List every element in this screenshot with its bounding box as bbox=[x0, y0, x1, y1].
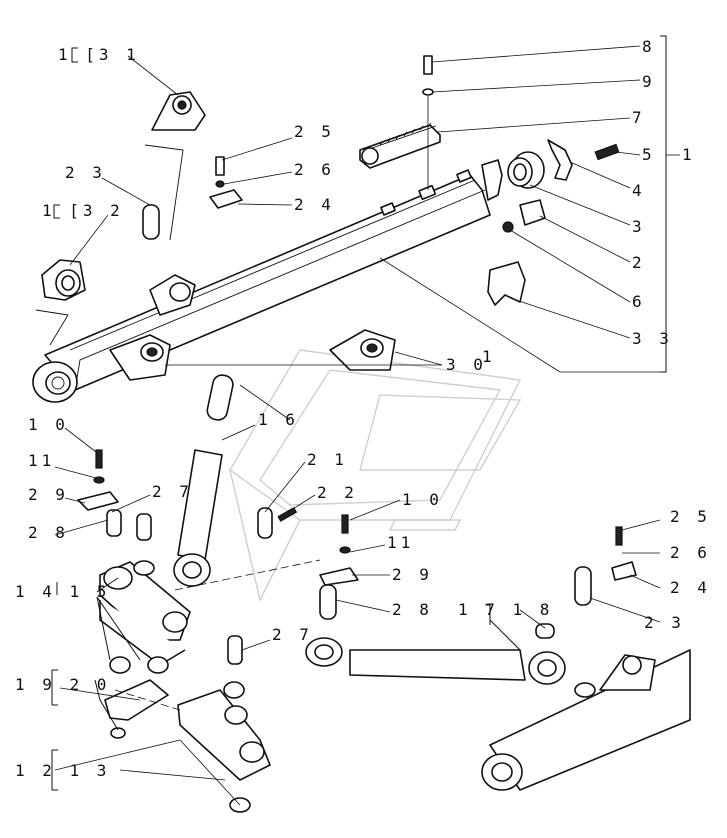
callout-29: 2 9 bbox=[28, 485, 69, 504]
callout-1: 1 bbox=[682, 145, 696, 164]
callout-23: 2 3 bbox=[65, 163, 106, 182]
callout-23-b: 2 3 bbox=[644, 613, 685, 632]
callout-10: 1 0 bbox=[28, 415, 69, 434]
callout-27-b: 2 7 bbox=[272, 625, 313, 644]
callout-29-b: 2 9 bbox=[392, 565, 433, 584]
left-pins-and-brackets bbox=[35, 91, 243, 346]
callout-30: 3 0 bbox=[446, 355, 487, 374]
callout-1-b: 1 bbox=[482, 347, 496, 366]
callout-26-b: 2 6 bbox=[670, 543, 711, 562]
callout-17-18: 1 7 1 8 bbox=[458, 600, 553, 619]
callout-10-b: 1 0 bbox=[402, 490, 443, 509]
callout-2: 2 bbox=[632, 253, 646, 272]
callout-24-b: 2 4 bbox=[670, 578, 711, 597]
callout-19-20: 1 9 2 0 bbox=[15, 675, 110, 694]
upper-lift-arm bbox=[32, 169, 491, 403]
lower-right-arm bbox=[305, 514, 691, 791]
callout-28-b: 2 8 bbox=[392, 600, 433, 619]
callout-6: 6 bbox=[632, 292, 646, 311]
leader-lines bbox=[51, 35, 680, 806]
callout-24: 2 4 bbox=[294, 195, 335, 214]
callout-28: 2 8 bbox=[28, 523, 69, 542]
callout-21: 2 1 bbox=[307, 450, 348, 469]
callout-33: 3 3 bbox=[632, 329, 673, 348]
lower-left-links bbox=[77, 449, 271, 813]
callout-1-31: 1 [3 1 bbox=[58, 45, 140, 64]
hydraulic-cylinder bbox=[173, 374, 298, 587]
callout-8: 8 bbox=[642, 37, 656, 56]
watermark-logo bbox=[229, 349, 522, 603]
callout-labels: 1 [3 1 2 3 1 [3 2 2 5 2 6 2 4 8 9 7 5 1 … bbox=[15, 37, 711, 780]
callout-27: 2 7 bbox=[152, 482, 193, 501]
rack-and-clamp-parts bbox=[359, 55, 620, 306]
callout-22: 2 2 bbox=[317, 483, 358, 502]
callout-11-b: 11 bbox=[387, 533, 414, 552]
callout-12-13: 1 2 1 3 bbox=[15, 761, 110, 780]
callout-3: 3 bbox=[632, 217, 646, 236]
callout-11: 11 bbox=[28, 451, 55, 470]
callout-14-15: 1 4 1 5 bbox=[15, 582, 110, 601]
callout-25-b: 2 5 bbox=[670, 507, 711, 526]
callout-26: 2 6 bbox=[294, 160, 335, 179]
callout-1-32: 1 [3 2 bbox=[42, 201, 124, 220]
callout-16: 1 6 bbox=[258, 410, 299, 429]
callout-4: 4 bbox=[632, 181, 646, 200]
callout-7: 7 bbox=[632, 108, 646, 127]
callout-9: 9 bbox=[642, 72, 656, 91]
callout-5: 5 bbox=[642, 145, 656, 164]
callout-25: 2 5 bbox=[294, 122, 335, 141]
